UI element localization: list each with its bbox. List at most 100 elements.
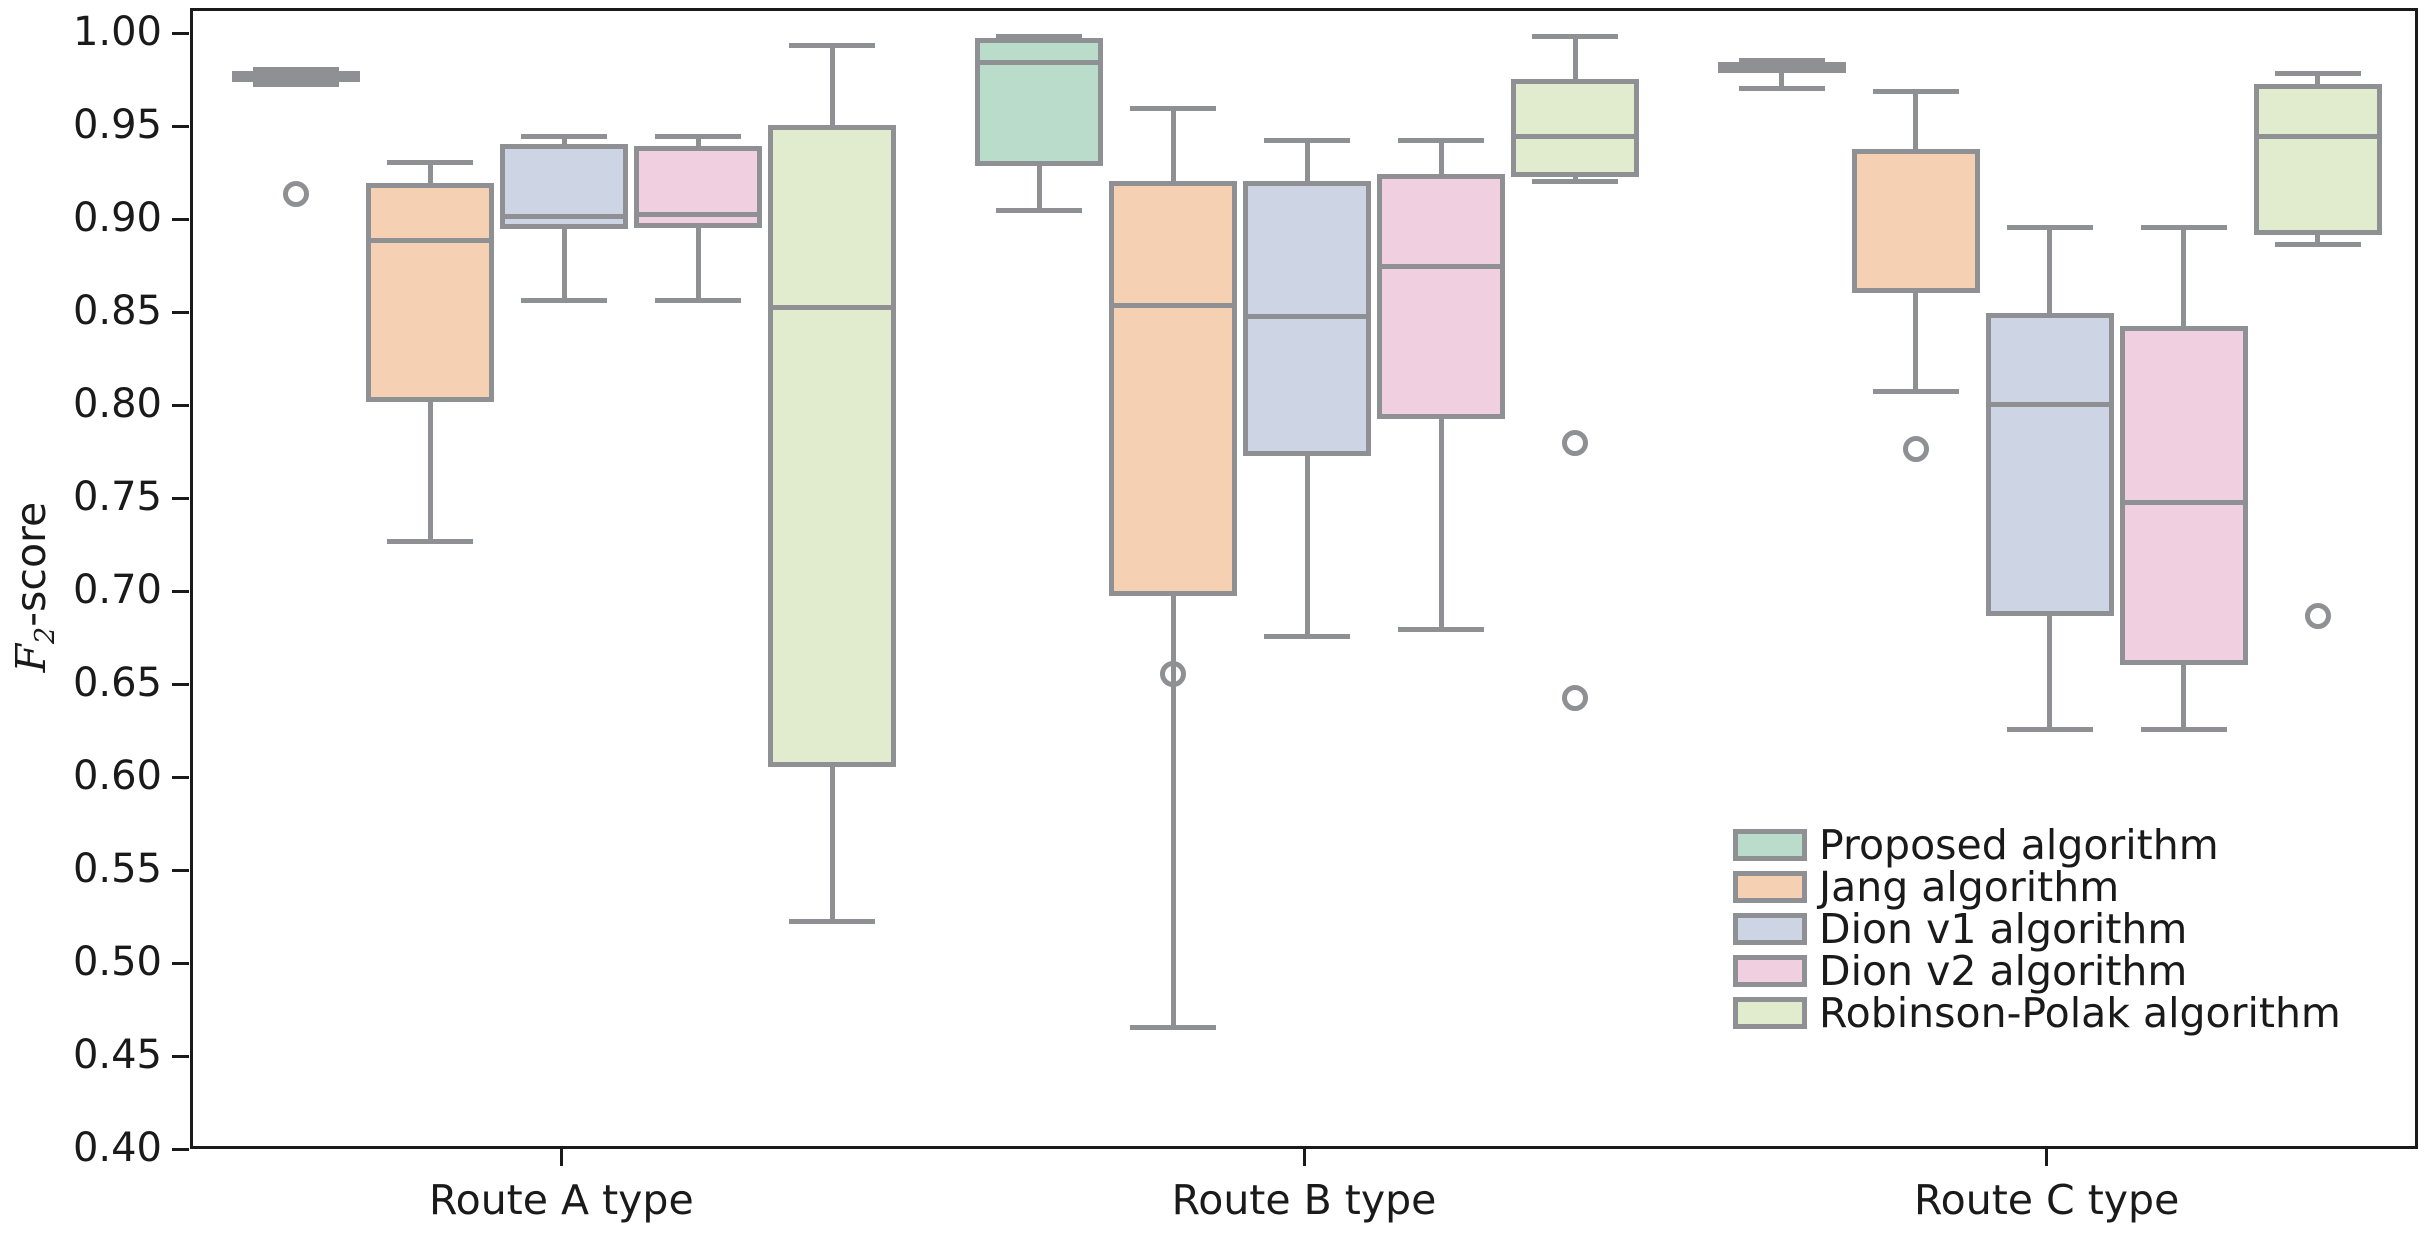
whisker-lower: [427, 402, 433, 542]
y-tick-mark: [172, 589, 189, 593]
y-tick-mark: [172, 1054, 189, 1058]
whisker-upper: [561, 136, 567, 144]
y-tick-mark: [172, 868, 189, 872]
whisker-lower: [695, 227, 701, 301]
outlier-marker: [1562, 430, 1588, 457]
cap-upper: [387, 159, 474, 165]
cap-lower: [1532, 178, 1618, 184]
y-tick-mark: [172, 682, 189, 686]
legend-label: Dion v1 algorithm: [1819, 905, 2188, 953]
median-line: [1851, 148, 1980, 154]
legend-swatch-icon: [1733, 997, 1807, 1029]
whisker-lower: [1170, 595, 1176, 1028]
median-line: [1985, 401, 2114, 407]
legend-swatch-icon: [1733, 913, 1807, 945]
box-body: [1377, 173, 1505, 420]
whisker-lower: [1036, 166, 1042, 211]
y-tick-label: 0.50: [72, 939, 162, 985]
legend-item-3[interactable]: Dion v1 algorithm: [1733, 908, 2416, 950]
plot-area: [190, 8, 2418, 1149]
cap-lower: [655, 297, 742, 303]
legend-swatch-icon: [1733, 829, 1807, 861]
cap-lower: [789, 918, 876, 924]
box-body: [1851, 149, 1980, 293]
cap-lower: [2006, 727, 2093, 733]
box-body: [366, 182, 495, 403]
y-tick-mark: [172, 310, 189, 314]
outlier-marker: [1902, 435, 1929, 462]
whisker-upper: [1304, 140, 1310, 182]
whisker-lower: [2047, 616, 2053, 730]
whisker-lower: [1438, 419, 1444, 630]
box-body: [1985, 313, 2114, 617]
cap-upper: [1398, 137, 1484, 143]
legend-swatch-icon: [1733, 871, 1807, 903]
cap-lower: [2140, 727, 2227, 733]
y-tick-mark: [172, 496, 189, 500]
y-tick-mark: [172, 403, 189, 407]
whisker-lower: [1913, 292, 1919, 392]
cap-upper: [1130, 106, 1216, 112]
y-tick-mark: [172, 1147, 189, 1151]
cap-lower: [1264, 634, 1350, 640]
whisker-lower: [1779, 73, 1785, 89]
legend-label: Proposed algorithm: [1819, 821, 2219, 869]
legend-item-5[interactable]: Robinson-Polak algorithm: [1733, 992, 2416, 1034]
cap-lower: [996, 208, 1082, 214]
y-tick-label: 0.80: [72, 381, 162, 427]
legend-item-4[interactable]: Dion v2 algorithm: [1733, 950, 2416, 992]
y-tick-label: 0.55: [72, 846, 162, 892]
whisker-upper: [1913, 91, 1919, 150]
whisker-lower: [1304, 456, 1310, 637]
y-tick-mark: [172, 217, 189, 221]
x-tick-label-3: Route C type: [1914, 1176, 2180, 1224]
cap-upper: [253, 66, 340, 72]
whisker-upper: [2181, 227, 2187, 327]
cap-lower: [1738, 85, 1825, 91]
cap-upper: [2006, 225, 2093, 231]
y-tick-label: 0.40: [72, 1125, 162, 1171]
y-tick-mark: [172, 124, 189, 128]
legend-label: Robinson-Polak algorithm: [1819, 989, 2341, 1037]
median-line: [2253, 133, 2382, 139]
legend-item-1[interactable]: Proposed algorithm: [1733, 824, 2416, 866]
legend-label: Jang algorithm: [1819, 863, 2120, 911]
cap-upper: [1532, 33, 1618, 39]
box-body: [975, 37, 1103, 167]
whisker-lower: [829, 766, 835, 922]
y-tick-label: 1.00: [72, 9, 162, 55]
whisker-lower: [561, 229, 567, 301]
cap-lower: [253, 81, 340, 87]
cap-lower: [1398, 626, 1484, 632]
box-body: [2253, 84, 2382, 236]
median-line: [634, 212, 763, 218]
outlier-marker: [1562, 685, 1588, 712]
box-body: [2119, 326, 2248, 665]
y-tick-label: 0.65: [72, 660, 162, 706]
median-line: [1243, 314, 1371, 320]
median-line: [2119, 500, 2248, 506]
cap-upper: [521, 133, 608, 139]
whisker-upper: [2047, 227, 2053, 314]
cap-lower: [1130, 1024, 1216, 1030]
y-tick-mark: [172, 31, 189, 35]
cap-lower: [1872, 388, 1959, 394]
legend-item-2[interactable]: Jang algorithm: [1733, 866, 2416, 908]
box-body: [1511, 78, 1639, 178]
outlier-marker: [1160, 660, 1186, 687]
whisker-lower: [2315, 235, 2321, 245]
whisker-lower: [2181, 664, 2187, 730]
x-tick-mark: [559, 1149, 563, 1166]
whisker-upper: [1438, 140, 1444, 174]
legend-label: Dion v2 algorithm: [1819, 947, 2188, 995]
median-line: [366, 238, 495, 244]
y-tick-label: 0.95: [72, 102, 162, 148]
cap-upper: [655, 133, 742, 139]
y-tick-label: 0.90: [72, 195, 162, 241]
median-line: [1109, 303, 1237, 309]
cap-upper: [789, 42, 876, 48]
whisker-upper: [695, 136, 701, 146]
cap-lower: [387, 539, 474, 545]
